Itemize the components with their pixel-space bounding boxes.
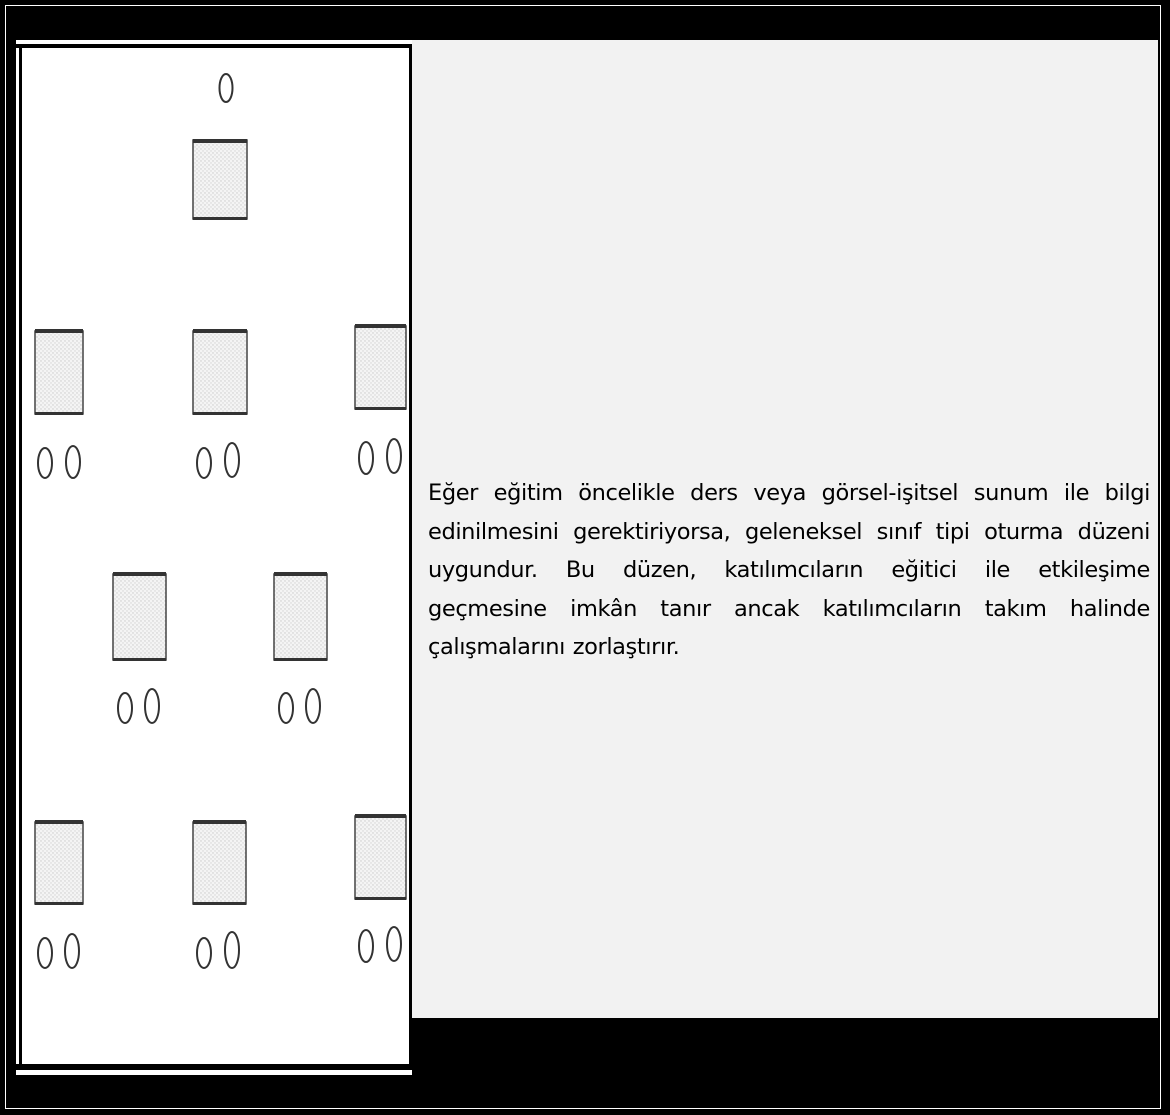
participant-seat [196,937,212,969]
participant-table [192,820,247,905]
participant-seat [224,442,240,478]
description-cell: Eğer eğitim öncelikle ders veya görsel-i… [412,40,1158,1018]
participant-table [273,572,328,661]
participant-table [34,329,84,415]
instructor-table [192,139,248,220]
participant-seat [386,438,402,474]
participant-seat [64,933,80,969]
classroom-seating-description: Eğer eğitim öncelikle ders veya görsel-i… [428,480,1150,660]
participant-seat [65,445,81,479]
cell-border-top [16,44,412,48]
participant-table [192,329,248,415]
cell-border-right [409,44,412,1070]
participant-seat [278,692,294,724]
participant-seat [37,447,53,479]
participant-seat [358,441,374,475]
participant-seat [144,688,160,724]
classroom-seating-diagram [34,73,407,969]
participant-seat [358,929,374,963]
participant-seat [37,937,53,969]
participant-table [112,572,167,661]
frame-inner-border [5,5,1161,1109]
cell-border-left [19,44,22,1070]
instructor-seat [218,73,234,103]
participant-table [354,814,407,900]
seating-diagram-cell [16,40,412,1075]
participant-seat [196,447,212,479]
participant-table [34,820,84,905]
participant-seat [305,688,321,724]
participant-seat [386,926,402,962]
participant-seat [224,931,240,969]
participant-table [354,324,407,410]
cell-border-bottom [16,1064,412,1070]
participant-seat [117,692,133,724]
